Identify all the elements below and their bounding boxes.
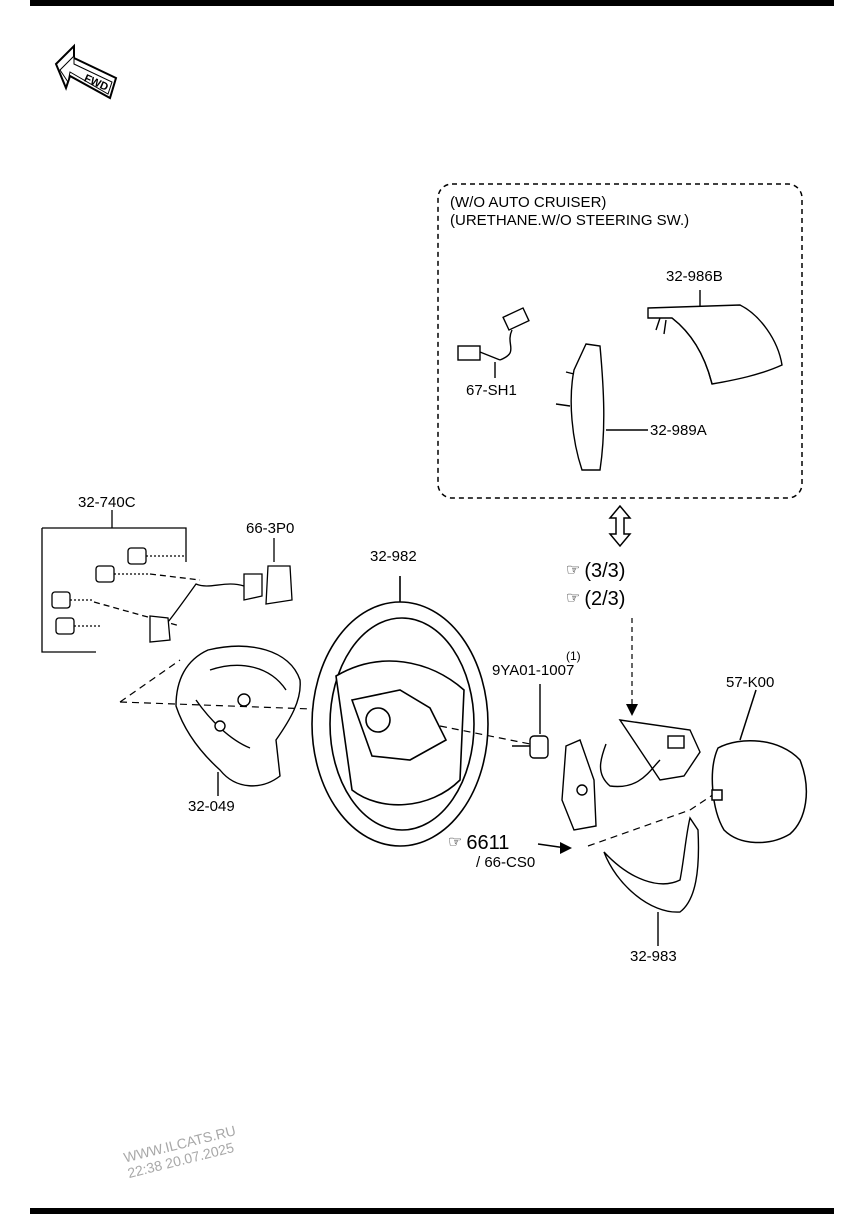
assembly-dashed-line-left-2	[119, 659, 181, 703]
part-label-66-3P0[interactable]: 66-3P0	[246, 520, 295, 537]
page-ref-3-3[interactable]: ☞ (3/3)	[566, 560, 625, 582]
hand-pointer-icon: ☞	[566, 562, 581, 579]
switch-assembly-drawing	[561, 719, 701, 831]
hand-pointer-icon: ☞	[448, 834, 463, 851]
assembly-dashed-line-left	[119, 701, 341, 711]
fwd-arrow-icon	[54, 43, 118, 100]
variant-condition-line-1: (W/O AUTO CRUISER)	[450, 194, 607, 211]
switch-663p0-drawing	[149, 538, 293, 643]
part-label-9YA01-1007[interactable]: 9YA01-1007	[492, 662, 575, 679]
assembly-dashed-line-right	[587, 809, 691, 847]
page-ref-2-3-label: (2/3)	[584, 588, 626, 610]
bolt-9ya011007-drawing	[512, 684, 549, 759]
part-quantity-9YA01-1007: (1)	[566, 649, 581, 663]
hand-pointer-icon: ☞	[566, 590, 581, 607]
part-label-32-989A[interactable]: 32-989A	[650, 422, 707, 439]
double-arrow-icon	[608, 504, 632, 548]
top-border-bar	[30, 0, 834, 6]
page-ref-6611-label: 6611	[466, 832, 510, 854]
ref-23-arrowhead-icon	[626, 704, 638, 716]
part-label-32-983[interactable]: 32-983	[630, 948, 677, 965]
harness-67sh1-drawing	[457, 307, 530, 378]
bolts-32740c-drawing	[41, 510, 201, 653]
variant-condition-line-2: (URETHANE.W/O STEERING SW.)	[450, 212, 690, 229]
page-ref-3-3-label: (3/3)	[584, 560, 626, 582]
airbag-57k00-drawing	[711, 689, 808, 844]
part-label-32-740C[interactable]: 32-740C	[78, 494, 136, 511]
bottom-border-bar	[30, 1208, 834, 1214]
part-label-32-986B[interactable]: 32-986B	[666, 268, 723, 285]
rear-cover-32049-drawing	[175, 645, 301, 796]
part-label-57-K00[interactable]: 57-K00	[726, 674, 775, 691]
part-label-67-SH1[interactable]: 67-SH1	[466, 382, 517, 399]
cover-32986b-drawing	[647, 290, 783, 385]
bezel-32989a-drawing	[555, 343, 648, 471]
steering-wheel-32982-drawing	[311, 576, 489, 847]
page-ref-6611[interactable]: ☞ 6611	[448, 832, 509, 854]
garnish-32983-drawing	[603, 816, 700, 946]
part-label-32-049[interactable]: 32-049	[188, 798, 235, 815]
page-ref-66-CS0[interactable]: / 66-CS0	[476, 854, 536, 871]
ref-6611-arrowhead-icon	[560, 842, 572, 854]
part-label-32-982[interactable]: 32-982	[370, 548, 417, 565]
page-ref-2-3[interactable]: ☞ (2/3)	[566, 588, 625, 610]
assembly-dashed-line-center	[439, 725, 531, 745]
